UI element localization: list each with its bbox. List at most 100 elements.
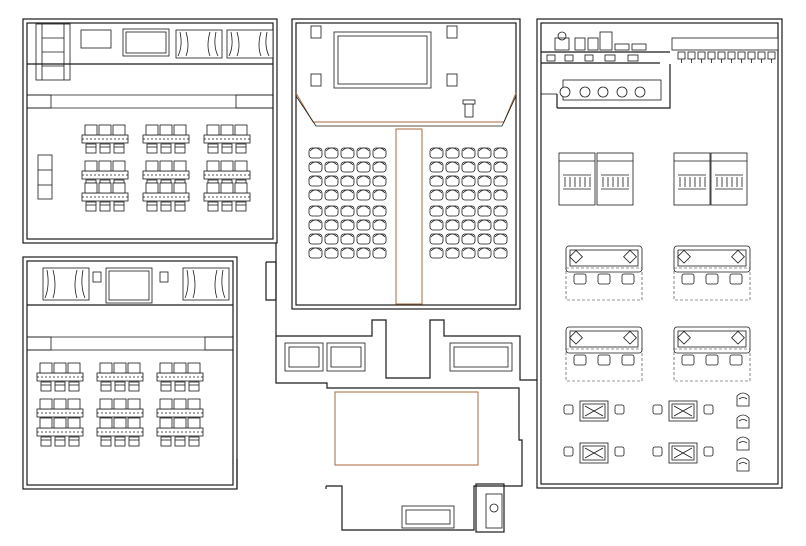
desk-with-chairs — [96, 362, 144, 392]
building-walls — [22, 18, 783, 533]
theatre-seat-icon — [372, 247, 387, 259]
chair-icon — [573, 354, 587, 366]
theatre-seat-icon — [461, 247, 476, 259]
chair-icon — [53, 362, 67, 374]
chair-icon — [113, 417, 127, 429]
desk-with-chairs — [96, 417, 144, 447]
bookshelf-icon — [673, 152, 711, 206]
theatre-seat-icon — [461, 147, 476, 159]
chair-icon — [146, 143, 158, 154]
chair-icon — [127, 398, 141, 410]
chair-icon — [98, 160, 112, 172]
chair-icon — [206, 124, 220, 136]
lounge-chair-icon — [736, 436, 750, 451]
theatre-seat-icon — [356, 147, 371, 159]
theatre-seat-icon — [308, 219, 323, 231]
chair-icon — [128, 436, 140, 447]
chair-icon — [159, 124, 173, 136]
chair-icon — [146, 201, 158, 212]
chair-icon — [187, 417, 201, 429]
bar-stool-icon — [737, 51, 746, 60]
stool-icon — [579, 86, 591, 98]
cart-icon — [37, 154, 53, 200]
chair-icon — [67, 362, 81, 374]
auditorium — [295, 25, 517, 305]
bar-stool-icon — [767, 51, 776, 60]
chair-icon — [160, 143, 172, 154]
theatre-seat-icon — [340, 205, 355, 217]
stage-edge — [295, 92, 517, 127]
chair-icon — [173, 362, 187, 374]
fridge-icon — [599, 31, 613, 51]
bar-stool-icon — [747, 51, 756, 60]
chair-icon — [597, 354, 611, 366]
bar-stool-icon — [717, 51, 726, 60]
theatre-seat-icon — [445, 189, 460, 201]
screen-icon — [122, 28, 170, 57]
chair-icon — [53, 398, 67, 410]
theatre-seat-icon — [372, 161, 387, 173]
sofa-set-icon — [565, 245, 643, 301]
chair-icon — [621, 354, 635, 366]
theatre-seat-icon — [372, 219, 387, 231]
chair-icon — [99, 398, 113, 410]
desk-with-chairs — [142, 124, 190, 154]
theatre-seat-icon — [308, 161, 323, 173]
chair-icon — [174, 143, 186, 154]
chair-icon — [67, 417, 81, 429]
theatre-seat-icon — [477, 219, 492, 231]
sofa-set-icon — [565, 326, 643, 382]
chair-icon — [112, 160, 126, 172]
desk-with-chairs — [203, 124, 251, 154]
lounge-cafe — [541, 31, 779, 472]
theatre-seat-icon — [477, 147, 492, 159]
chair-icon — [159, 362, 173, 374]
theatre-seat-icon — [461, 219, 476, 231]
theatre-seat-icon — [372, 189, 387, 201]
curtain-icon — [42, 267, 90, 301]
speaker-icon — [310, 25, 322, 39]
theatre-seat-icon — [493, 233, 508, 245]
chair-icon — [563, 446, 574, 457]
bar-stool-icon — [757, 51, 766, 60]
chair-icon — [68, 436, 80, 447]
theatre-seat-icon — [356, 233, 371, 245]
chair-icon — [145, 182, 159, 194]
lounge-chair-icon — [736, 392, 750, 407]
chair-icon — [145, 160, 159, 172]
chair-icon — [173, 417, 187, 429]
curtain-icon — [175, 29, 223, 59]
chair-icon — [614, 446, 625, 457]
chair-icon — [187, 398, 201, 410]
theatre-seat-icon — [477, 161, 492, 173]
theatre-seat-icon — [493, 247, 508, 259]
chair-icon — [173, 124, 187, 136]
chair-icon — [621, 273, 635, 285]
chair-icon — [113, 362, 127, 374]
bar-stool-icon — [687, 51, 696, 60]
desk-with-chairs — [36, 417, 84, 447]
theatre-seat-icon — [461, 205, 476, 217]
chair-icon — [159, 160, 173, 172]
tea-table-icon — [652, 400, 714, 422]
chair-icon — [173, 398, 187, 410]
chair-icon — [85, 143, 97, 154]
chair-icon — [160, 436, 172, 447]
theatre-seat-icon — [429, 247, 444, 259]
theatre-seat-icon — [477, 233, 492, 245]
theatre-seat-icon — [308, 233, 323, 245]
training-room-a — [26, 23, 274, 212]
desk-with-chairs — [142, 182, 190, 212]
chair-icon — [145, 124, 159, 136]
chair-icon — [112, 124, 126, 136]
theatre-seat-icon — [493, 147, 508, 159]
chair-icon — [128, 381, 140, 392]
chair-icon — [207, 201, 219, 212]
theatre-seat-icon — [493, 175, 508, 187]
chair-icon — [207, 143, 219, 154]
chair-icon — [98, 182, 112, 194]
speaker-icon — [92, 271, 102, 283]
chair-icon — [206, 160, 220, 172]
chair-icon — [100, 381, 112, 392]
